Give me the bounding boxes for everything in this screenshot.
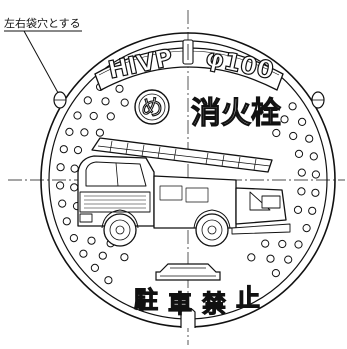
pattern-dot [98,251,107,260]
pattern-dot [278,239,287,249]
pattern-dot [69,234,79,243]
pattern-dot [73,146,83,155]
diameter-label: φ100 [203,43,276,85]
pattern-dot [83,96,92,105]
top-label-plate [94,39,284,91]
pattern-dot [56,181,65,190]
pattern-dot [115,84,124,93]
no-parking-char-4: 止 [236,283,260,312]
pattern-dot [87,236,96,245]
right-pry-hole [311,91,325,109]
pattern-dot [95,128,105,137]
windshield [85,161,147,187]
pattern-dot [73,111,82,120]
front-wheel [103,213,137,247]
pattern-dot [293,205,303,214]
pattern-dot [70,164,79,173]
pattern-dot [70,183,79,192]
pattern-dot [62,217,71,226]
pattern-dot [272,128,281,138]
emblem-badge [134,89,170,125]
pattern-dot [120,98,129,107]
pattern-dot [311,170,320,179]
pattern-dot [261,239,270,248]
pattern-dot [90,263,100,272]
pattern-dot [297,187,306,196]
pattern-dot [120,253,129,262]
pattern-dot [271,269,280,278]
no-parking-char-1: 駐 [134,285,158,314]
car-emblem [155,263,221,281]
pattern-dot [89,111,98,121]
pattern-dot [65,127,74,136]
emblem-char: め [141,96,163,121]
pattern-dot [284,255,293,264]
hydrant-label: 消火栓 [191,96,281,131]
annotation-label: 左右袋穴とする [4,16,81,30]
ladder [91,137,273,173]
pattern-dot [56,163,65,172]
annotation-leader [23,30,63,101]
pattern-dot [59,145,68,154]
pattern-dot [266,254,275,263]
bottom-pry-hole [180,307,196,328]
pattern-dot [302,224,311,233]
pattern-dot [311,188,320,197]
no-parking-char-3: 禁 [202,289,226,318]
left-pry-hole [53,91,67,109]
no-parking-char-2: 車 [168,289,192,318]
pattern-dot [294,149,304,158]
pattern-dot [80,128,89,137]
pattern-dot [280,115,289,124]
pattern-dot [101,97,110,106]
pattern-dot [308,206,317,215]
pattern-dot [297,168,306,177]
pattern-dot [247,253,256,262]
pattern-dot [106,112,115,121]
pattern-dot [288,102,297,111]
pattern-dot [58,199,67,208]
pattern-dot [289,131,298,141]
rear-wheel [195,213,229,247]
pattern-dot [79,249,88,258]
pattern-dot [309,152,318,161]
dot-pattern [56,82,320,285]
pattern-dot [305,134,314,143]
fire-engine-illustration [77,137,291,247]
pattern-dot [294,240,303,249]
pipe-type-label: HIVP [106,43,176,84]
pattern-dot [104,276,113,285]
pattern-dot [298,117,307,127]
